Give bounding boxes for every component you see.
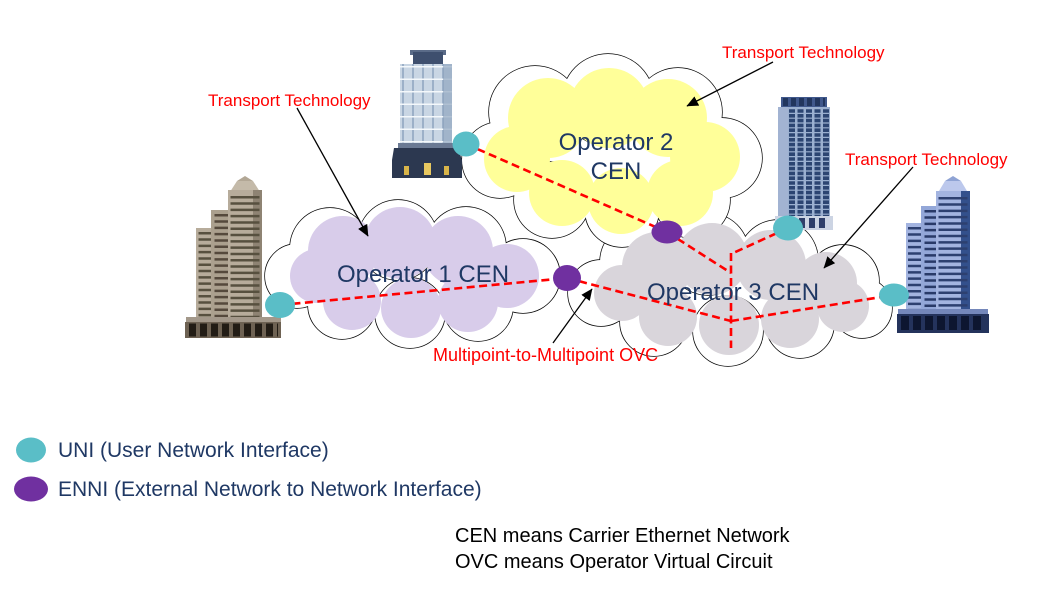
legend-uni-dot	[16, 437, 46, 463]
arrow-transport-tech-3	[823, 166, 914, 269]
enni-dots	[553, 220, 683, 291]
arrow-transport-tech-1	[296, 107, 369, 237]
footnote-cen: CEN means Carrier Ethernet Network	[455, 525, 790, 547]
ovc-line-uni1-enni1	[465, 142, 668, 234]
annotation-transport-technology-3: Transport Technology	[845, 150, 1008, 169]
ovc-line-uni2-enni2	[279, 276, 568, 307]
ovc-dashed-lines	[279, 142, 895, 348]
arrow-transport-tech-2	[686, 61, 774, 107]
annotation-multipoint-ovc: Multipoint-to-Multipoint OVC	[433, 345, 659, 365]
ovc-line-junction-uni4	[730, 293, 895, 323]
building-icon-top-center	[392, 50, 462, 178]
ovc-line-enni2-junction	[566, 276, 732, 323]
annotation-arrows	[296, 61, 914, 344]
annotation-transport-technology-2: Transport Technology	[722, 43, 885, 62]
enni-dot-left	[553, 265, 581, 291]
legend-item-uni-label: UNI (User Network Interface)	[58, 439, 329, 462]
label-operator1-cen: Operator 1 CEN	[336, 261, 510, 288]
uni-dot-top-center	[452, 131, 480, 157]
label-operator2-cen: Operator 2 CEN	[559, 128, 674, 186]
building-icon-right-center	[775, 97, 833, 230]
label-operator2-line2: CEN	[590, 158, 642, 185]
legend-enni-dot	[14, 476, 48, 502]
uni-dot-right-center	[773, 215, 803, 241]
building-icon-far-right	[897, 176, 989, 333]
label-operator3-cen: Operator 3 CEN	[646, 279, 820, 306]
ovc-line-uni3-junction	[730, 226, 789, 256]
annotation-transport-technology-1: Transport Technology	[208, 91, 371, 110]
building-icon-left	[185, 176, 281, 338]
label-operator2-line1: Operator 2	[558, 129, 674, 156]
uni-dot-left	[265, 292, 295, 318]
cloud-operator1-fill	[290, 207, 539, 338]
uni-dot-far-right	[879, 283, 909, 307]
footnote-ovc: OVC means Operator Virtual Circuit	[455, 551, 773, 573]
legend-item-enni-label: ENNI (External Network to Network Interf…	[58, 478, 482, 501]
uni-dots	[265, 131, 909, 318]
arrow-multipoint-ovc	[552, 288, 593, 344]
footnotes: CEN means Carrier Ethernet Network OVC m…	[455, 523, 790, 575]
cloud-operator2-fill	[484, 68, 740, 234]
enni-dot-top	[651, 220, 683, 244]
